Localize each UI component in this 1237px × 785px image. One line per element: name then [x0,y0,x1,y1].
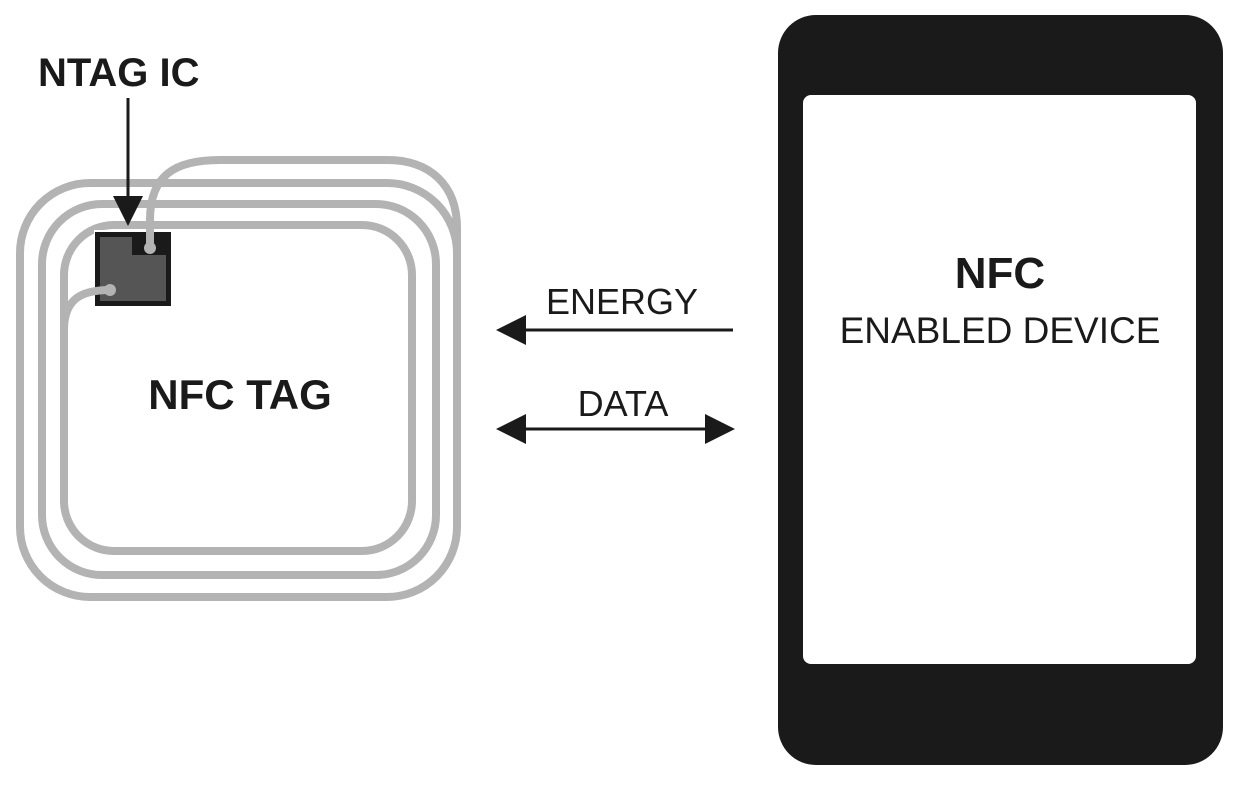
nfc-tag-label: NFC TAG [148,371,332,418]
coil-loop-inner [60,221,416,555]
ntag-ic-label: NTAG IC [38,51,199,95]
chip-contact-left [104,284,116,296]
ntag-ic-chip [95,232,171,306]
nfc-device: NFC ENABLED DEVICE [778,15,1223,765]
antenna-coil [16,179,461,601]
link-arrows: ENERGY DATA [496,281,735,444]
device-screen [803,95,1196,664]
data-label: DATA [578,383,669,424]
coil-lead-inner [60,286,111,331]
coil-loop-middle [38,200,440,579]
coil-loop-outer [16,179,461,601]
device-subtitle: ENABLED DEVICE [840,310,1161,351]
chip-contact-top [144,242,156,254]
device-title: NFC [955,249,1045,298]
nfc-tag: NTAG IC NFC TAG [16,51,461,601]
energy-label: ENERGY [546,281,698,322]
coil-lead-outer [146,156,461,300]
